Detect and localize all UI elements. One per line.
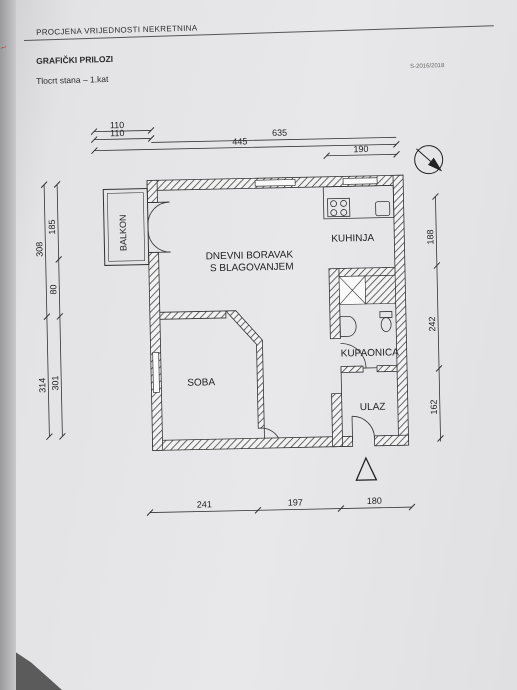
north-arrow-icon — [414, 145, 444, 175]
room-label-kitchen: KUHINJA — [331, 233, 374, 245]
shower-icon — [338, 275, 366, 305]
sink-icon — [375, 201, 391, 217]
dim-right-top: 188 — [425, 229, 435, 244]
entrance-triangle-icon — [355, 456, 378, 481]
balcony — [102, 188, 150, 266]
room-label-living-line1: DNEVNI BORAVAK — [206, 249, 294, 262]
dim-left-outer-top: 308 — [34, 242, 44, 257]
balcony-door — [147, 201, 171, 253]
dimension-lines-right — [432, 193, 444, 442]
dim-top-inner: 110 — [110, 128, 125, 138]
dimension-lines-bottom — [146, 503, 416, 516]
toilet-icon — [379, 311, 393, 332]
windows — [152, 177, 378, 393]
dim-top-right: 190 — [353, 144, 368, 154]
kitchen-counter — [322, 184, 395, 220]
entrance-door — [351, 415, 375, 442]
room-label-entrance: ULAZ — [360, 402, 386, 414]
book-spine — [0, 0, 16, 690]
stove-icon — [330, 200, 348, 217]
dim-bottom-left: 241 — [197, 499, 212, 509]
dim-right-mid: 242 — [427, 316, 437, 331]
room-label-balcony: BALKON — [118, 214, 129, 251]
room-door — [258, 427, 279, 439]
bathroom-counter — [364, 275, 396, 305]
room-label-living-line2: S BLAGOVANJEM — [210, 261, 294, 274]
room-label-room: SOBA — [187, 377, 215, 389]
dim-left-inner-bottom: 301 — [50, 375, 60, 390]
dimension-lines-left — [40, 181, 66, 441]
washbasin-icon — [339, 315, 357, 337]
dimension-lines-top — [90, 127, 400, 160]
dim-top-mid: 445 — [232, 136, 247, 146]
room-label-bathroom: KUPAONICA — [341, 347, 400, 359]
dim-top-outer: 110 — [110, 120, 125, 130]
dim-left-inner-mid: 80 — [48, 284, 58, 294]
dim-bottom-right: 180 — [367, 496, 382, 506]
dim-left-inner-top: 185 — [47, 219, 57, 234]
dim-left-outer-bottom: 314 — [37, 378, 47, 393]
dim-right-bottom: 162 — [429, 399, 439, 414]
dim-top-total: 635 — [272, 128, 287, 138]
dim-bottom-mid: 197 — [288, 497, 303, 507]
bathroom-door — [340, 343, 378, 394]
